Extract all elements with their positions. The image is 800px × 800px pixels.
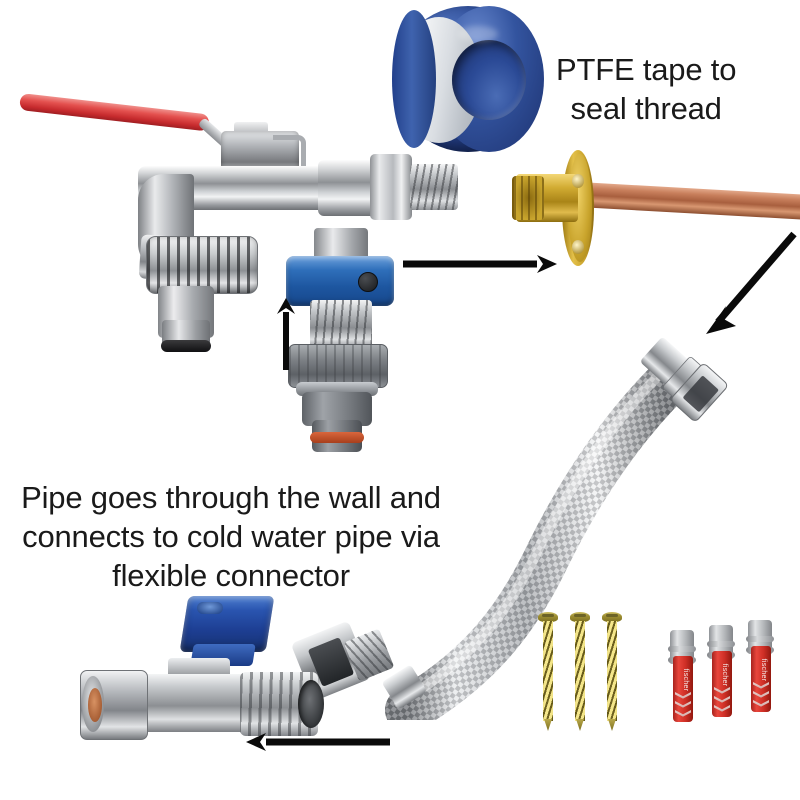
tap-red-lever-handle[interactable] [19,88,238,155]
flexi-top-fitting [641,338,728,421]
valve-copper-bore [88,688,102,722]
wall-plug-brand: fischer [682,668,689,692]
wall-plug-brand: fischer [760,658,767,682]
screw-head [570,612,590,622]
screw-tip [608,719,616,731]
wall-plug-fin [668,646,696,652]
arrow-tap-to-wallplate [403,255,557,273]
lever-red-grip [19,93,210,132]
wall-plug-1: fischer [668,630,696,722]
caption-pipe-through-wall: Pipe goes through the wall and connects … [21,480,441,593]
screw-head [602,612,622,622]
arrow-flexi-to-valve [246,733,390,751]
screw-slot [574,614,586,617]
flange-fixing-hole-bottom [572,240,584,254]
tap-hex-nut [370,154,412,220]
wall-plug-red-body [712,651,732,717]
ptfe-spool-left-rim [392,10,436,148]
screw-shank [575,621,585,721]
wall-plate-elbow-with-copper-pipe [510,150,800,267]
tap-valve-male-thread [310,300,372,348]
arrow-pipe-to-flexi [706,231,797,334]
flexi-hose-braid-texture [385,357,693,720]
wall-plug-fin [746,636,774,642]
wall-plug-2: fischer [707,625,735,717]
flange-fixing-hole-top [572,174,584,188]
screw-head [538,612,558,622]
isolating-ball-valve [80,596,370,756]
hose-connector-oring [310,432,364,443]
flexi-hose-svg [383,338,728,720]
ptfe-highlight [458,26,498,42]
flexi-hose-highlight [394,368,666,708]
arrow-connector-to-tap [277,298,295,370]
screw-slot [606,614,618,617]
wall-plug-fin [707,641,735,647]
screw-tip [544,719,552,731]
ptfe-tape-roll [392,6,544,152]
screw-shank [543,621,553,721]
screw-slot [542,614,554,617]
wall-plug-red-body [751,646,771,712]
tap-male-thread [410,164,458,210]
valve-handle-hole [197,602,223,614]
screw-tip [576,719,584,731]
valve-outlet-bore [298,680,324,728]
wall-plug-brand: fischer [721,663,728,687]
screw-shank [607,621,617,721]
garden-tap-assembly [18,88,458,373]
flexi-bottom-crimp [383,665,426,709]
tap-blue-ball-valve[interactable] [286,228,394,353]
wall-plug-3: fischer [746,620,774,712]
tap-body-taper [318,160,378,216]
caption-ptfe-tape: PTFE tape to seal thread [556,52,737,126]
hose-tap-connector [288,344,388,454]
ptfe-spool-bore [452,40,526,120]
copper-pipe [577,182,800,221]
tap-valve-screw [358,272,378,292]
brass-female-thread [512,176,544,220]
tap-knurled-collar [146,236,258,294]
wall-plug-red-body [673,656,693,722]
tap-nozzle-oring [161,340,211,352]
flexible-braided-connector [370,300,750,720]
